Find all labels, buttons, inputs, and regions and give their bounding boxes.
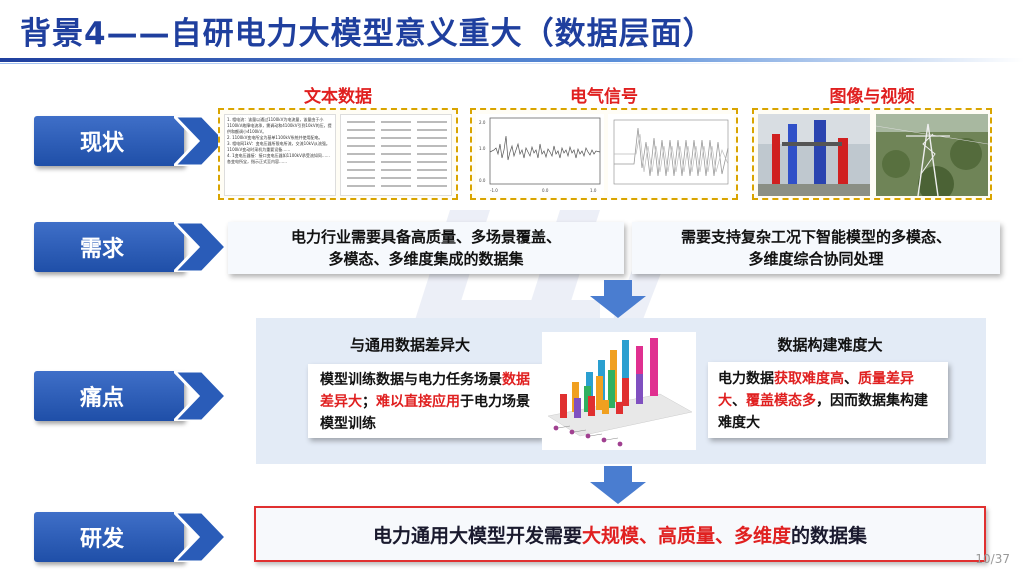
pain-left-text: 模型训练数据与电力任务场景 <box>320 372 502 388</box>
doc-item: 2. 1100kV变电所宝为基单1100kV系统并使用配电。 <box>227 135 323 140</box>
y-tick: 1.0 <box>479 146 486 151</box>
dev-box: 电力通用大模型开发需要大规模、高质量、多维度的数据集 <box>254 506 986 562</box>
substation-photo <box>758 114 870 196</box>
signal-plot-2 <box>608 114 734 196</box>
bar-row-front <box>560 394 623 418</box>
dev-highlight: 大规模、高质量、多维度 <box>581 524 791 547</box>
row-label-demand: 需求 <box>34 222 229 272</box>
row-label-demand-text: 需求 <box>34 222 184 272</box>
pain-left-highlight: 难以直接应用 <box>376 394 460 410</box>
y-tick: 0.0 <box>479 178 486 183</box>
header-image-video: 图像与视频 <box>829 87 915 107</box>
title-underline-thin <box>0 63 1024 64</box>
demand-box-2-line1: 需要支持复杂工况下智能模型的多模态、 <box>680 228 951 246</box>
doc-item: 3. 相电网1kV：变电压器所限电所流，交流10kV从流强。1100kV变动时采… <box>227 141 330 152</box>
row-label-pain-text: 痛点 <box>34 371 184 421</box>
pain-right-highlight: 质量差异大 <box>718 371 914 409</box>
row-label-dev: 研发 <box>34 512 229 562</box>
dev-text: 的数据集 <box>791 524 868 547</box>
doc-item: 1. 相电流：该量以通过1100kV为电流量，该量由于小1100kV故障电流承，… <box>227 117 332 134</box>
bar-row-mid <box>572 370 643 412</box>
title-underline <box>0 58 1024 62</box>
pain-right-head: 数据构建难度大 <box>777 336 883 354</box>
doc-item: 4. 1变电压器接：接口变电压器如1100kV承受流如同……各变电所宝，指示正式… <box>227 153 330 164</box>
pain-left-highlight: 数据差异大 <box>320 372 530 410</box>
dev-text: 电力通用大模型开发需要 <box>372 524 582 547</box>
table-thumbnail <box>340 114 452 196</box>
demand-box-1-line1: 电力行业需要具备高质量、多场景覆盖、 <box>290 228 561 246</box>
chevron-right-icon <box>174 222 229 272</box>
row-label-dev-text: 研发 <box>34 512 184 562</box>
chevron-right-icon <box>174 512 229 562</box>
header-electrical-signal: 电气信号 <box>570 87 638 107</box>
pain-left-text: ； <box>362 394 376 410</box>
down-arrow-icon <box>590 466 646 504</box>
y-tick: 2.0 <box>479 120 486 125</box>
pain-right-text: 电力数据 <box>718 371 774 387</box>
demand-box-1-line2: 多模态、多维度集成的数据集 <box>328 250 524 268</box>
pain-left-box: 模型训练数据与电力任务场景数据差异大；难以直接应用于电力场景模型训练 <box>308 364 542 438</box>
down-arrow-icon <box>590 280 646 318</box>
bar-chart-illustration <box>542 332 696 450</box>
pain-left-head: 与通用数据差异大 <box>349 336 470 354</box>
x-tick: 0.0 <box>542 188 549 193</box>
page-title: 背景4——自研电力大模型意义重大（数据层面） <box>20 16 715 52</box>
tower-photo <box>876 114 988 196</box>
pain-right-box: 电力数据获取难度高、质量差异大、覆盖模态多，因而数据集构建难度大 <box>708 362 948 438</box>
demand-box-1: 电力行业需要具备高质量、多场景覆盖、 多模态、多维度集成的数据集 <box>228 222 624 274</box>
pain-right-highlight: 获取难度高 <box>774 371 844 387</box>
image-video-panel <box>752 108 992 200</box>
row-label-pain: 痛点 <box>34 371 229 421</box>
row-label-status-text: 现状 <box>34 116 184 166</box>
chevron-right-icon <box>174 116 229 166</box>
chevron-right-icon <box>174 371 229 421</box>
demand-box-2: 需要支持复杂工况下智能模型的多模态、 多维度综合协同处理 <box>632 222 1000 274</box>
pain-right-text: 、 <box>844 371 858 387</box>
pain-right-text: ，因而数据集构建难度大 <box>718 393 928 431</box>
header-text-data: 文本数据 <box>304 87 372 107</box>
page-number: 10/37 <box>975 552 1010 566</box>
x-tick: -1.0 <box>490 188 498 193</box>
signal-plot-1: 2.0 1.0 0.0 -1.0 0.0 1.0 <box>476 114 604 196</box>
electrical-signal-panel: 2.0 1.0 0.0 -1.0 0.0 1.0 <box>470 108 738 200</box>
pain-left-text: 于电力场景模型训练 <box>320 394 530 432</box>
pain-right-text: 、 <box>732 393 746 409</box>
pain-right-highlight: 覆盖模态多 <box>746 393 816 409</box>
row-label-status: 现状 <box>34 116 229 166</box>
text-data-panel: 1. 相电流：该量以通过1100kV为电流量，该量由于小1100kV故障电流承，… <box>218 108 458 200</box>
demand-box-2-line2: 多维度综合协同处理 <box>748 250 884 268</box>
x-tick: 1.0 <box>590 188 597 193</box>
document-thumbnail: 1. 相电流：该量以通过1100kV为电流量，该量由于小1100kV故障电流承，… <box>224 114 336 196</box>
